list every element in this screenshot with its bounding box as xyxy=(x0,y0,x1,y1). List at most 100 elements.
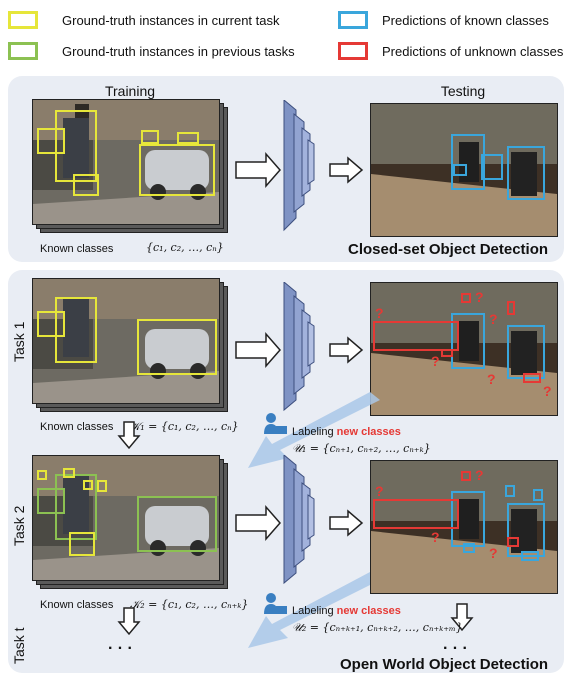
open-world-title: Open World Object Detection xyxy=(340,656,549,673)
pred-unknown-box xyxy=(461,471,471,481)
unknown-question-mark: ? xyxy=(475,289,484,305)
gt-current-box xyxy=(63,468,75,478)
closed-training-heading: Training xyxy=(104,83,156,99)
gt-current-box xyxy=(177,132,199,144)
gt-current-box xyxy=(37,311,65,337)
closed-known-classes-set: {c₁, c₂, …, cₙ} xyxy=(146,241,224,254)
continuation-dots-right: · · · xyxy=(443,640,468,657)
arrow-down-icon xyxy=(450,603,474,632)
task2-testing-photo: ? ? ? ? xyxy=(370,460,558,594)
gt-current-box xyxy=(139,144,215,196)
gt-previous-box xyxy=(137,496,217,552)
flow-arrow-icon xyxy=(248,572,380,648)
u1-set: 𝒰₁ = {cₙ₊₁, cₙ₊₂, …, cₙ₊ₖ} xyxy=(292,442,431,455)
pred-unknown-box xyxy=(441,349,453,357)
task-2-label: Task 2 xyxy=(11,505,27,546)
pred-known-box xyxy=(481,154,503,180)
gt-current-box xyxy=(69,532,95,556)
training-photo xyxy=(32,99,220,225)
network-icon xyxy=(283,282,315,412)
skate-scene-image xyxy=(371,104,557,236)
task2-to-taskt-arrow xyxy=(117,607,141,636)
pred-known-box xyxy=(451,491,485,547)
skate-scene-image xyxy=(371,283,557,415)
legend-label-previous: Ground-truth instances in previous tasks xyxy=(62,44,295,59)
closed-testing-heading: Testing xyxy=(440,83,486,99)
gt-current-box xyxy=(73,174,99,196)
legend-swatch-previous xyxy=(8,42,38,60)
training-photo xyxy=(32,278,220,404)
pred-unknown-box xyxy=(507,301,515,315)
task1-known-classes-label: Known classes xyxy=(40,421,114,433)
pred-known-box xyxy=(451,313,485,369)
pred-known-box xyxy=(507,503,545,557)
gt-previous-box xyxy=(55,474,97,540)
testing-continue-arrow xyxy=(450,603,474,632)
unknown-question-mark: ? xyxy=(543,383,552,399)
network-icon xyxy=(283,455,315,585)
arrow-right-icon xyxy=(329,156,364,184)
annotator-icon xyxy=(264,413,287,434)
pred-unknown-box xyxy=(523,373,541,383)
task-1-label: Task 1 xyxy=(11,321,27,362)
pred-known-box xyxy=(533,489,543,501)
unknown-question-mark: ? xyxy=(489,545,498,561)
feedback-flow-graphics xyxy=(248,392,380,648)
street-scene-image xyxy=(33,279,219,403)
arrow-down-icon xyxy=(117,607,141,636)
new-classes-word: new classes xyxy=(336,426,401,438)
continuation-dots-left: · · · xyxy=(108,640,133,657)
legend-swatch-current xyxy=(8,11,38,29)
task1-to-task2-arrow xyxy=(117,421,141,450)
gt-previous-box xyxy=(37,488,65,514)
pred-known-box xyxy=(505,485,515,497)
labeling-text-2: Labeling new classes xyxy=(292,605,401,617)
unknown-question-mark: ? xyxy=(431,529,440,545)
gt-current-box xyxy=(37,128,65,154)
annotator-icon xyxy=(264,593,287,614)
unknown-question-mark: ? xyxy=(375,305,384,321)
arrow-right-icon xyxy=(235,505,281,541)
pred-unknown-box xyxy=(373,499,459,529)
task2-training-images xyxy=(32,455,230,591)
gt-current-box xyxy=(37,470,47,480)
gt-current-box xyxy=(137,319,217,375)
arrow-right-icon xyxy=(235,332,281,368)
u2-set: 𝒰₂ = {cₙ₊ₖ₊₁, cₙ₊ₖ₊₂, …, cₙ₊ₖ₊ₘ} xyxy=(292,621,463,634)
closed-flow-graphics xyxy=(235,100,364,232)
closed-training-images xyxy=(32,99,230,235)
task2-known-classes-label: Known classes xyxy=(40,599,114,611)
new-classes-word: new classes xyxy=(336,605,401,617)
legend-swatch-unknown xyxy=(338,42,368,60)
pred-unknown-box xyxy=(507,537,519,547)
legend-swatch-known xyxy=(338,11,368,29)
unknown-question-mark: ? xyxy=(431,353,440,369)
arrow-right-icon xyxy=(329,509,364,537)
unknown-question-mark: ? xyxy=(489,311,498,327)
gt-current-box xyxy=(141,130,159,144)
arrow-down-icon xyxy=(117,421,141,450)
task1-known-classes-set: 𝒦₁ = {c₁, c₂, …, cₙ} xyxy=(130,420,239,433)
closed-set-title: Closed-set Object Detection xyxy=(348,241,549,258)
gt-current-box xyxy=(55,110,97,182)
pred-known-box xyxy=(521,551,539,561)
gt-current-box xyxy=(83,480,93,490)
gt-current-box xyxy=(97,480,107,492)
legend-label-unknown: Predictions of unknown classes xyxy=(382,44,564,59)
task1-training-images xyxy=(32,278,230,414)
unknown-question-mark: ? xyxy=(475,467,484,483)
pred-known-box xyxy=(463,543,475,553)
pred-known-box xyxy=(507,146,545,200)
task-t-label: Task t xyxy=(11,627,27,664)
task1-flow-graphics xyxy=(235,282,364,412)
gt-current-box xyxy=(55,297,97,363)
labeling-word: Labeling xyxy=(292,426,334,438)
legend-label-current: Ground-truth instances in current task xyxy=(62,13,280,28)
pred-known-box xyxy=(451,134,485,190)
task2-known-classes-set: 𝒦₂ = {c₁, c₂, …, cₙ₊ₖ} xyxy=(130,598,249,611)
network-icon xyxy=(283,100,315,232)
training-photo xyxy=(32,455,220,581)
unknown-question-mark: ? xyxy=(487,371,496,387)
pred-unknown-box xyxy=(373,321,459,351)
pred-unknown-box xyxy=(461,293,471,303)
